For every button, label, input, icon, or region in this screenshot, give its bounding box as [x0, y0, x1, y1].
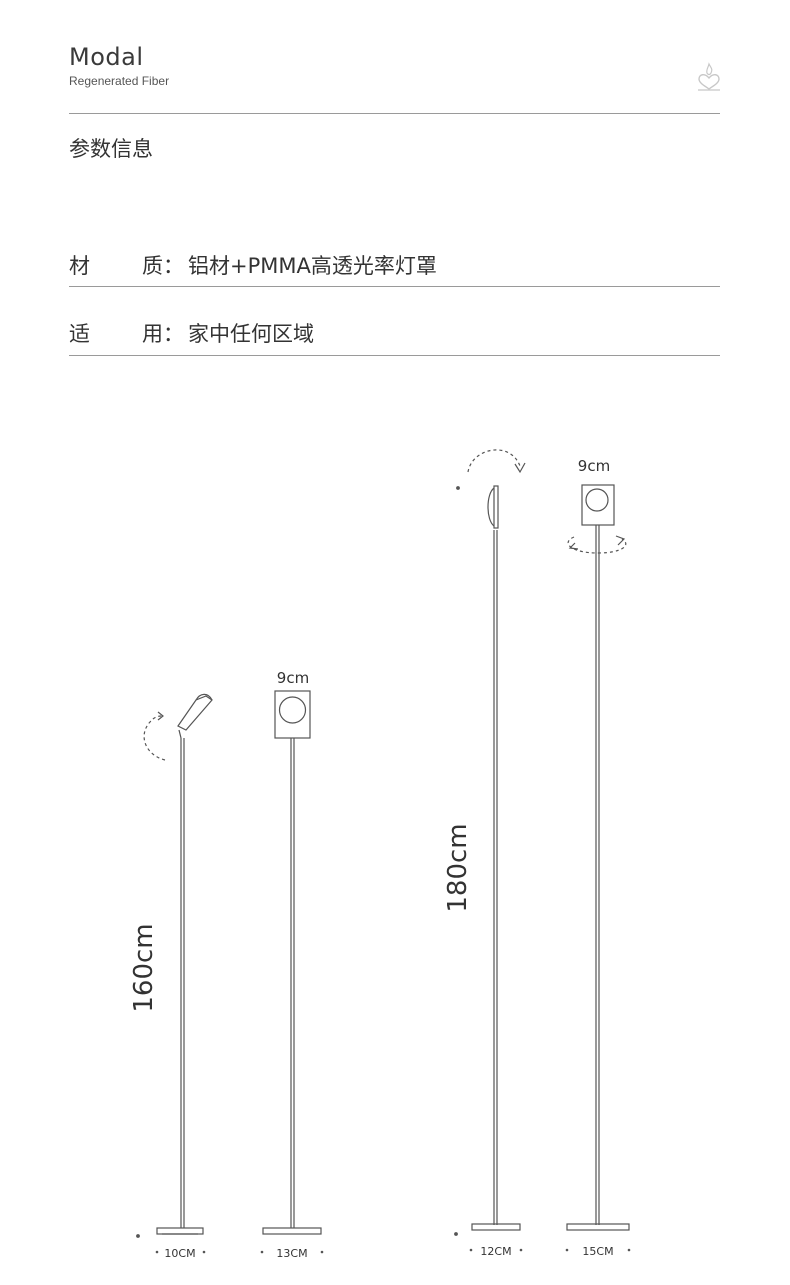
lamp-180-base-side-label: 12CM: [480, 1245, 511, 1258]
brand-subtitle: Regenerated Fiber: [69, 74, 170, 88]
lamp-160-front-view: [262, 690, 322, 1235]
lamp-head-tilted: [177, 695, 213, 731]
swivel-arrow-icon: [567, 536, 627, 554]
lamp-base: [471, 1223, 521, 1231]
spec-label-char1: 适: [69, 322, 90, 346]
lamp-160-height-label: 160cm: [129, 923, 159, 1012]
lamp-base: [262, 1227, 322, 1235]
spec-divider: [69, 286, 720, 287]
lamp-head-square: [274, 690, 311, 739]
lamp-base: [156, 1227, 204, 1235]
spec-label-char2: 质：: [142, 254, 184, 278]
spec-label-char2: 用：: [142, 322, 184, 346]
lamp-160-base-side-label: 10CM: [164, 1247, 195, 1260]
lamp-head-profile: [487, 487, 495, 527]
lamp-head-disc: [585, 488, 609, 512]
rotate-arrow-icon: [467, 449, 521, 473]
brand-title: Modal: [69, 43, 144, 71]
brand-block: Modal Regenerated Fiber: [69, 42, 169, 88]
heart-flame-logo-icon: [698, 62, 720, 91]
spec-value-material: 铝材+PMMA高透光率灯罩: [188, 254, 437, 278]
spec-divider: [69, 355, 720, 356]
spec-row-material: 材 质： 铝材+PMMA高透光率灯罩: [69, 251, 720, 281]
header-divider: [69, 113, 720, 114]
lamp-head-square: [581, 484, 615, 526]
lamp-180-side-view: [454, 449, 526, 1236]
section-title: 参数信息: [69, 137, 153, 161]
lamp-160-head-label: 9cm: [277, 669, 309, 687]
lamp-160-base-front-label: 13CM: [276, 1247, 307, 1260]
lamp-head-edge: [493, 485, 499, 529]
lamp-base: [566, 1223, 630, 1231]
lamp-180-front-view: [566, 484, 630, 1231]
lamp-180-height-label: 180cm: [443, 823, 473, 912]
lamp-head-disc: [278, 696, 307, 724]
spec-value-usage: 家中任何区域: [188, 322, 314, 346]
lamp-180-base-front-label: 15CM: [582, 1245, 613, 1258]
rotate-arrow-icon: [143, 715, 166, 761]
lamp-160-side-view: [136, 693, 213, 1238]
spec-label-char1: 材: [69, 254, 90, 278]
lamp-180-head-label: 9cm: [578, 457, 610, 475]
spec-row-usage: 适 用： 家中任何区域: [69, 319, 720, 349]
